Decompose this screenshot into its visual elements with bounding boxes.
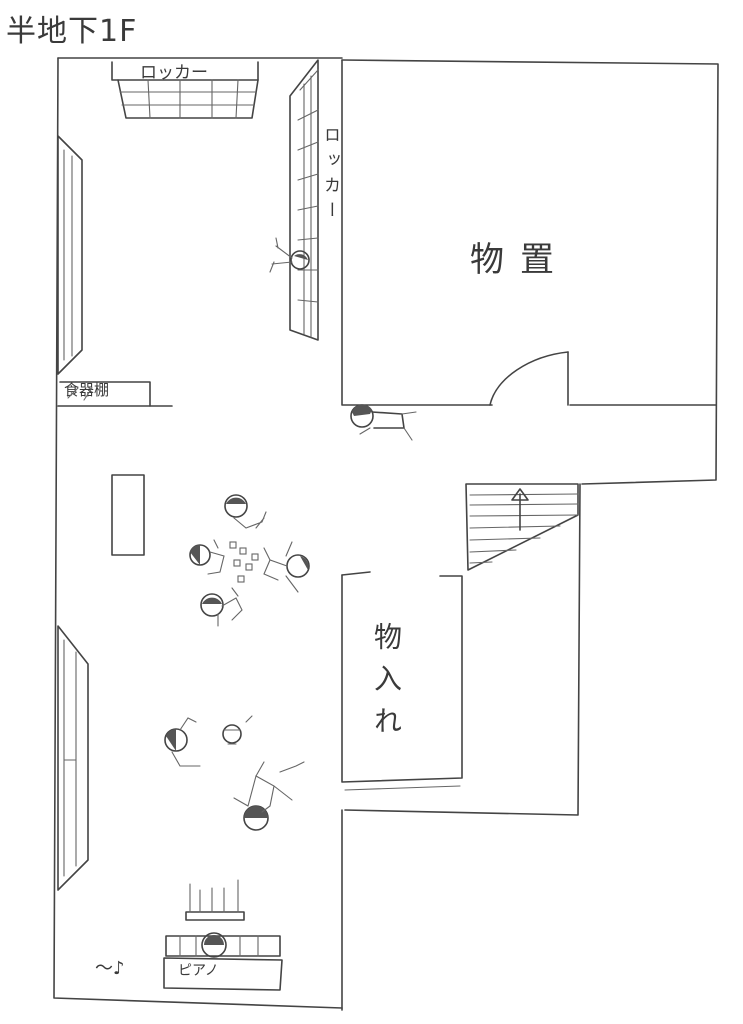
- cupboard-label: 食器棚: [64, 381, 110, 399]
- locker-side: [289, 59, 319, 341]
- cupboard-wall: [57, 381, 173, 407]
- closet-label: 物入れ: [370, 622, 403, 748]
- storage-room-walls: [341, 59, 717, 406]
- person-at-locker: [269, 237, 310, 273]
- group-of-people: [189, 494, 310, 627]
- piano-player: [185, 879, 245, 958]
- piano: [163, 935, 283, 991]
- closet-walls: [341, 571, 463, 791]
- staircase: [465, 483, 579, 571]
- locker-top-label: ロッカー: [140, 63, 208, 83]
- music-note-annotation: 〜♪: [95, 958, 125, 979]
- locker-side-label: ロッカー: [320, 126, 340, 226]
- lower-group-people: [164, 715, 305, 831]
- storage-room-label: 物置: [470, 240, 570, 280]
- locker-top: [111, 61, 259, 119]
- person-lying-storage: [350, 404, 417, 441]
- outer-walls: [53, 57, 719, 1011]
- piano-label: ピアノ: [178, 963, 219, 979]
- window-lower-left: [57, 625, 89, 891]
- floor-title: 半地下1F: [6, 14, 138, 49]
- table: [111, 474, 145, 556]
- window-upper-left: [57, 135, 83, 375]
